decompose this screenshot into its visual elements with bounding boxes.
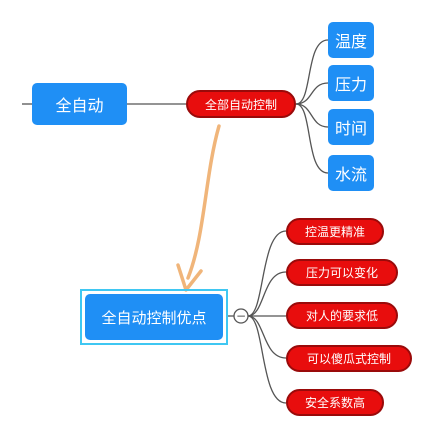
child-node-label: 压力 <box>334 75 367 94</box>
advantage-label: 压力可以变化 <box>305 266 378 280</box>
collapse-button-circle[interactable] <box>233 308 249 324</box>
child-node-time[interactable]: 时间 <box>328 109 374 145</box>
advantage-node-4[interactable]: 可以傻瓜式控制 <box>286 345 412 372</box>
adv-line-2 <box>247 271 287 317</box>
child-node-label: 温度 <box>334 32 367 51</box>
collapse-button-symbol[interactable]: − <box>236 309 246 323</box>
main-branch-label: 全部自动控制 <box>204 97 277 112</box>
advantage-label: 控温更精准 <box>304 225 365 239</box>
adv-line-1 <box>247 230 287 317</box>
advantage-node-3[interactable]: 对人的要求低 <box>286 302 398 329</box>
relation-arrow <box>186 124 221 280</box>
child-node-label: 水流 <box>334 165 367 184</box>
adv-line-4 <box>247 315 287 359</box>
child-node-label: 时间 <box>334 119 367 138</box>
main-branch-node[interactable]: 全部自动控制 <box>186 90 296 118</box>
branch-to-time-line <box>295 103 329 128</box>
branch-to-pressure-line <box>295 82 329 105</box>
advantage-node-5[interactable]: 安全系数高 <box>286 389 384 416</box>
central-node[interactable]: 全自动 <box>32 83 127 125</box>
advantage-label: 对人的要求低 <box>305 309 378 323</box>
child-node-waterflow[interactable]: 水流 <box>328 155 374 191</box>
child-node-pressure[interactable]: 压力 <box>328 65 374 101</box>
advantage-node-1[interactable]: 控温更精准 <box>286 218 384 245</box>
summary-node[interactable]: 全自动控制优点 <box>85 294 223 340</box>
summary-node-label: 全自动控制优点 <box>101 308 207 327</box>
advantage-label: 可以傻瓜式控制 <box>306 352 391 366</box>
summary-node-selection-frame <box>80 289 228 345</box>
central-node-label: 全自动 <box>55 96 104 115</box>
adv-line-5 <box>247 315 287 404</box>
branch-to-temperature-line <box>295 39 329 105</box>
child-node-temperature[interactable]: 温度 <box>328 22 374 58</box>
advantage-node-2[interactable]: 压力可以变化 <box>286 259 398 286</box>
advantage-label: 安全系数高 <box>304 396 365 410</box>
branch-to-waterflow-line <box>295 103 329 174</box>
